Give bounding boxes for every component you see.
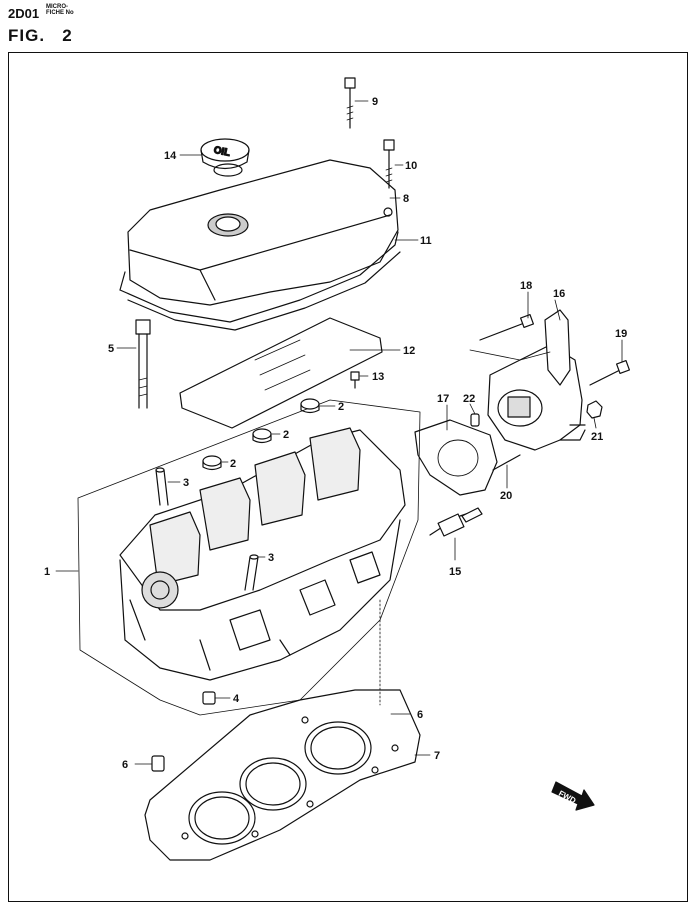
nut-drawing (586, 400, 603, 419)
microfiche-line-2: FICHE No (46, 10, 74, 16)
callout-1: 1 (44, 566, 50, 578)
bolt-19-drawing (589, 367, 625, 386)
callout-numbers: 1 2 2 2 3 3 4 5 6 6 7 8 9 10 11 12 13 14… (44, 96, 627, 771)
callout-13: 13 (372, 371, 384, 383)
head-gasket-drawing[interactable] (144, 689, 421, 861)
callout-3a: 3 (183, 477, 189, 489)
cover-gasket-drawing[interactable] (119, 231, 401, 331)
callout-20: 20 (500, 490, 512, 502)
callout-6a: 6 (417, 709, 423, 721)
bolt-18-drawing (479, 321, 528, 341)
callout-21: 21 (591, 431, 603, 443)
callout-2b: 2 (283, 429, 289, 441)
callout-3b: 3 (268, 552, 274, 564)
callout-10: 10 (405, 160, 417, 172)
thermostat-housing-drawing[interactable] (487, 309, 586, 451)
catalog-code: 2D01 (8, 6, 40, 21)
callout-9: 9 (372, 96, 378, 108)
housing-gasket-drawing[interactable] (414, 419, 498, 496)
valve-cover-drawing[interactable] (127, 159, 399, 306)
baffle-plate-drawing[interactable] (179, 317, 383, 429)
figure-label: FIG. 2 (8, 26, 73, 45)
microfiche-line-1: MICRO- (46, 4, 68, 10)
callout-15: 15 (449, 566, 461, 578)
bolt-10-drawing (383, 139, 395, 189)
plugs-drawing (155, 371, 360, 591)
callout-12: 12 (403, 345, 415, 357)
callout-22: 22 (463, 393, 475, 405)
leader-lines (55, 100, 623, 765)
callout-6b: 6 (122, 759, 128, 771)
forward-arrow-icon: FWD (551, 781, 595, 811)
pin-22-drawing (470, 413, 480, 427)
microfiche-label: MICRO- FICHE No (46, 4, 74, 16)
callout-14: 14 (164, 150, 177, 162)
callout-17: 17 (437, 393, 449, 405)
cap-text: OIL (213, 145, 232, 159)
callout-4: 4 (233, 693, 240, 705)
callout-2c: 2 (230, 458, 236, 470)
callout-19: 19 (615, 328, 627, 340)
cylinder-head-drawing[interactable] (77, 399, 421, 716)
callout-8: 8 (403, 193, 409, 205)
diagram-frame (8, 52, 688, 902)
callout-2a: 2 (338, 401, 344, 413)
callout-5: 5 (108, 343, 114, 355)
bolt-9-drawing (344, 77, 356, 129)
head-bolt-drawing (135, 319, 151, 409)
callout-16: 16 (553, 288, 565, 300)
callout-11: 11 (420, 235, 432, 247)
callout-7: 7 (434, 750, 440, 762)
stud-drawing (492, 454, 521, 471)
oil-filler-cap-drawing[interactable]: OIL (200, 138, 250, 177)
callout-18: 18 (520, 280, 532, 292)
spark-plug-drawing[interactable] (429, 507, 483, 537)
